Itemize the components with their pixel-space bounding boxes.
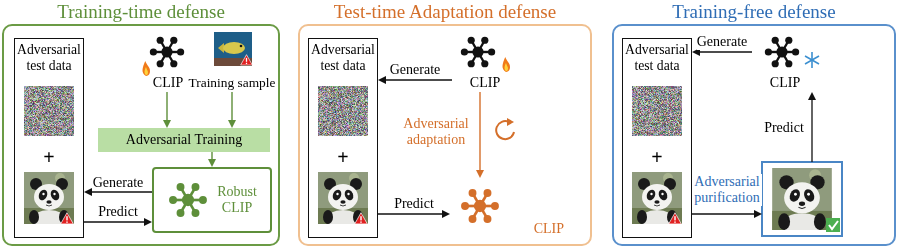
- flow-arrow: [378, 213, 443, 214]
- flame-icon: [143, 61, 151, 76]
- noise-image: [632, 86, 682, 136]
- purified-frame: [762, 162, 842, 236]
- test-data-box: Adversarial test data: [14, 38, 84, 238]
- model-node: CLIP: [140, 30, 196, 92]
- edge-label: Generate: [697, 34, 748, 50]
- edge-label: Generate: [93, 175, 144, 191]
- arrow-head: [144, 218, 152, 226]
- model-node: Training sample: [188, 30, 276, 92]
- model-label: Robust CLIP: [208, 184, 266, 216]
- defense-panel: Training-time defenseAdversarial test da…: [2, 24, 280, 246]
- defense-panel: Training-free defenseAdversarial test da…: [612, 24, 896, 246]
- process-box: Adversarial Training: [98, 128, 270, 152]
- box-label: Adversarial test data: [311, 42, 375, 74]
- fish-image: [214, 32, 252, 66]
- panel-title: Test-time Adaptation defense: [298, 1, 592, 23]
- plus-sign: +: [651, 146, 662, 168]
- box-label: Adversarial test data: [625, 42, 689, 74]
- warning-icon: [355, 213, 368, 224]
- flow-arrow: [91, 191, 152, 192]
- arrow-head: [208, 159, 216, 167]
- annotation: Predict: [764, 120, 804, 136]
- flame-icon: [503, 57, 511, 72]
- panda-image: [632, 172, 682, 228]
- edge-label: Predict: [394, 196, 434, 212]
- panda-image: [318, 172, 368, 228]
- flow-arrow: [479, 92, 480, 171]
- test-data-box: Adversarial test data: [308, 38, 378, 238]
- flow-arrow: [699, 51, 752, 52]
- arrow-head: [84, 188, 92, 196]
- flow-arrow: [211, 152, 212, 160]
- arrow-head: [163, 120, 171, 128]
- warning-icon: [61, 213, 74, 224]
- panel-title: Training-free defense: [612, 1, 896, 23]
- flow-arrow: [84, 221, 145, 222]
- clip-icon: [461, 37, 495, 68]
- edge-label: Predict: [98, 204, 138, 220]
- model-label: CLIP: [770, 75, 800, 91]
- edge-label: Adversarial adaptation: [398, 116, 474, 148]
- box-label: Adversarial Training: [126, 132, 242, 148]
- edge-label: Generate: [390, 62, 441, 78]
- check-icon: [826, 218, 840, 232]
- panda-image: [772, 168, 832, 235]
- purify-arrow: [692, 210, 762, 218]
- plus-sign: +: [337, 146, 348, 168]
- flow-arrow: [385, 79, 452, 80]
- arrow-head: [228, 120, 236, 128]
- panda-image: [24, 172, 74, 228]
- model-node: CLIP: [452, 30, 518, 92]
- adapted-model-node: CLIP: [450, 178, 570, 238]
- flow-arrow: [166, 92, 167, 121]
- warning-icon: [241, 55, 253, 65]
- model-node: CLIP: [752, 30, 818, 92]
- test-data-box: Adversarial test data: [622, 38, 692, 238]
- warning-icon: [669, 213, 682, 224]
- box-label: Adversarial test data: [17, 42, 81, 74]
- predict-arrow: [808, 92, 816, 162]
- adapted-clip-icon: [461, 189, 499, 223]
- clip-icon: [150, 37, 184, 68]
- arrow-head: [442, 210, 450, 218]
- model-label: Training sample: [189, 75, 276, 91]
- noise-image: [24, 86, 74, 136]
- plus-sign: +: [43, 146, 54, 168]
- clip-icon: [765, 37, 799, 68]
- loop-arrow: [496, 118, 514, 139]
- noise-image: [318, 86, 368, 136]
- arrow-head: [378, 76, 386, 84]
- robust-model-box: Robust CLIP: [152, 167, 272, 233]
- flow-arrow: [231, 92, 232, 121]
- model-label: CLIP: [153, 75, 183, 91]
- annotation: Adversarial purification: [692, 174, 762, 206]
- robust-clip-icon: [169, 183, 207, 217]
- arrow-head: [476, 170, 484, 178]
- panel-title: Training-time defense: [2, 1, 280, 23]
- snowflake-icon: [805, 52, 819, 68]
- model-label: CLIP: [534, 221, 564, 237]
- model-label: CLIP: [470, 75, 500, 91]
